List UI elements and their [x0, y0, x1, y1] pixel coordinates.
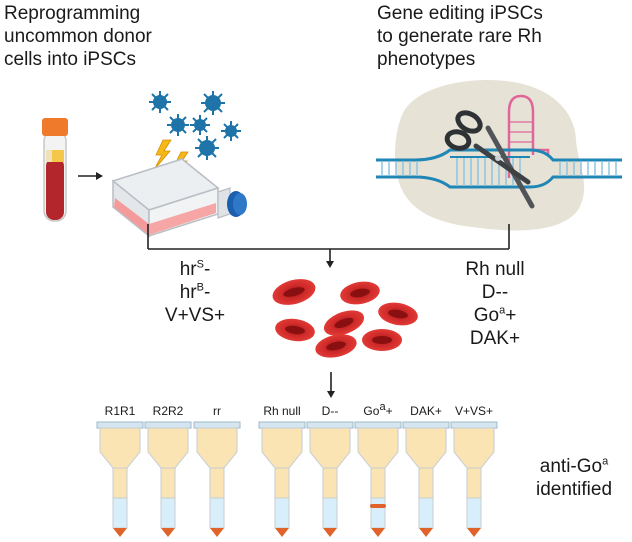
- tube-label: V+VS+: [454, 404, 494, 418]
- tube-label: Rh null: [263, 404, 301, 418]
- tube-label: Goa+: [363, 401, 393, 419]
- reprogramming-title: Reprogramming uncommon donor cells into …: [4, 3, 152, 70]
- gel-tube: [450, 421, 498, 537]
- tube-label: DAK+: [410, 404, 442, 418]
- arrow-right-icon: [78, 172, 103, 180]
- gel-tube: [193, 421, 241, 537]
- arrow-down-icon: [326, 261, 334, 268]
- gel-tube: [144, 421, 192, 537]
- gel-tube: [258, 421, 306, 537]
- phenotype-dak: DAK+: [469, 328, 521, 349]
- tube-label: rr: [213, 404, 221, 418]
- phenotype-d: D--: [481, 282, 509, 303]
- tube-label: D--: [321, 404, 339, 418]
- phenotype-list-right: Rh null D-- Goa+ DAK+: [440, 258, 550, 350]
- result-text: anti-Goa identified: [519, 455, 629, 501]
- blood-tube-icon: [42, 118, 68, 222]
- gel-tube: [96, 421, 144, 537]
- red-blood-cells-icon: [272, 279, 418, 358]
- cell-culture-flask-icon: [111, 158, 247, 238]
- virus-icons: [149, 91, 241, 160]
- gel-tube: [354, 421, 402, 537]
- phenotype-goa: Goa+: [473, 304, 517, 326]
- phenotype-vvs: V+VS+: [164, 305, 226, 326]
- phenotype-rh-null: Rh null: [465, 259, 525, 280]
- agglutination-band: [370, 504, 386, 508]
- result-identified: identified: [535, 479, 613, 500]
- arrow-down-icon: [327, 372, 335, 398]
- gel-card-tubes: [96, 421, 498, 537]
- tube-label: R2R2: [152, 404, 184, 418]
- gene-editing-title: Gene editing iPSCs to generate rare Rh p…: [377, 3, 543, 70]
- phenotype-hrS: hrS-: [179, 258, 211, 280]
- connector-lines: [147, 224, 510, 262]
- gel-tube: [306, 421, 354, 537]
- gel-tube: [402, 421, 450, 537]
- result-antibody: anti-Goa: [539, 455, 609, 477]
- phenotype-hrB: hrB-: [179, 281, 211, 303]
- scissors-icon: [444, 110, 535, 209]
- phenotype-list-left: hrS- hrB- V+VS+: [150, 258, 240, 327]
- tube-label: R1R1: [104, 404, 136, 418]
